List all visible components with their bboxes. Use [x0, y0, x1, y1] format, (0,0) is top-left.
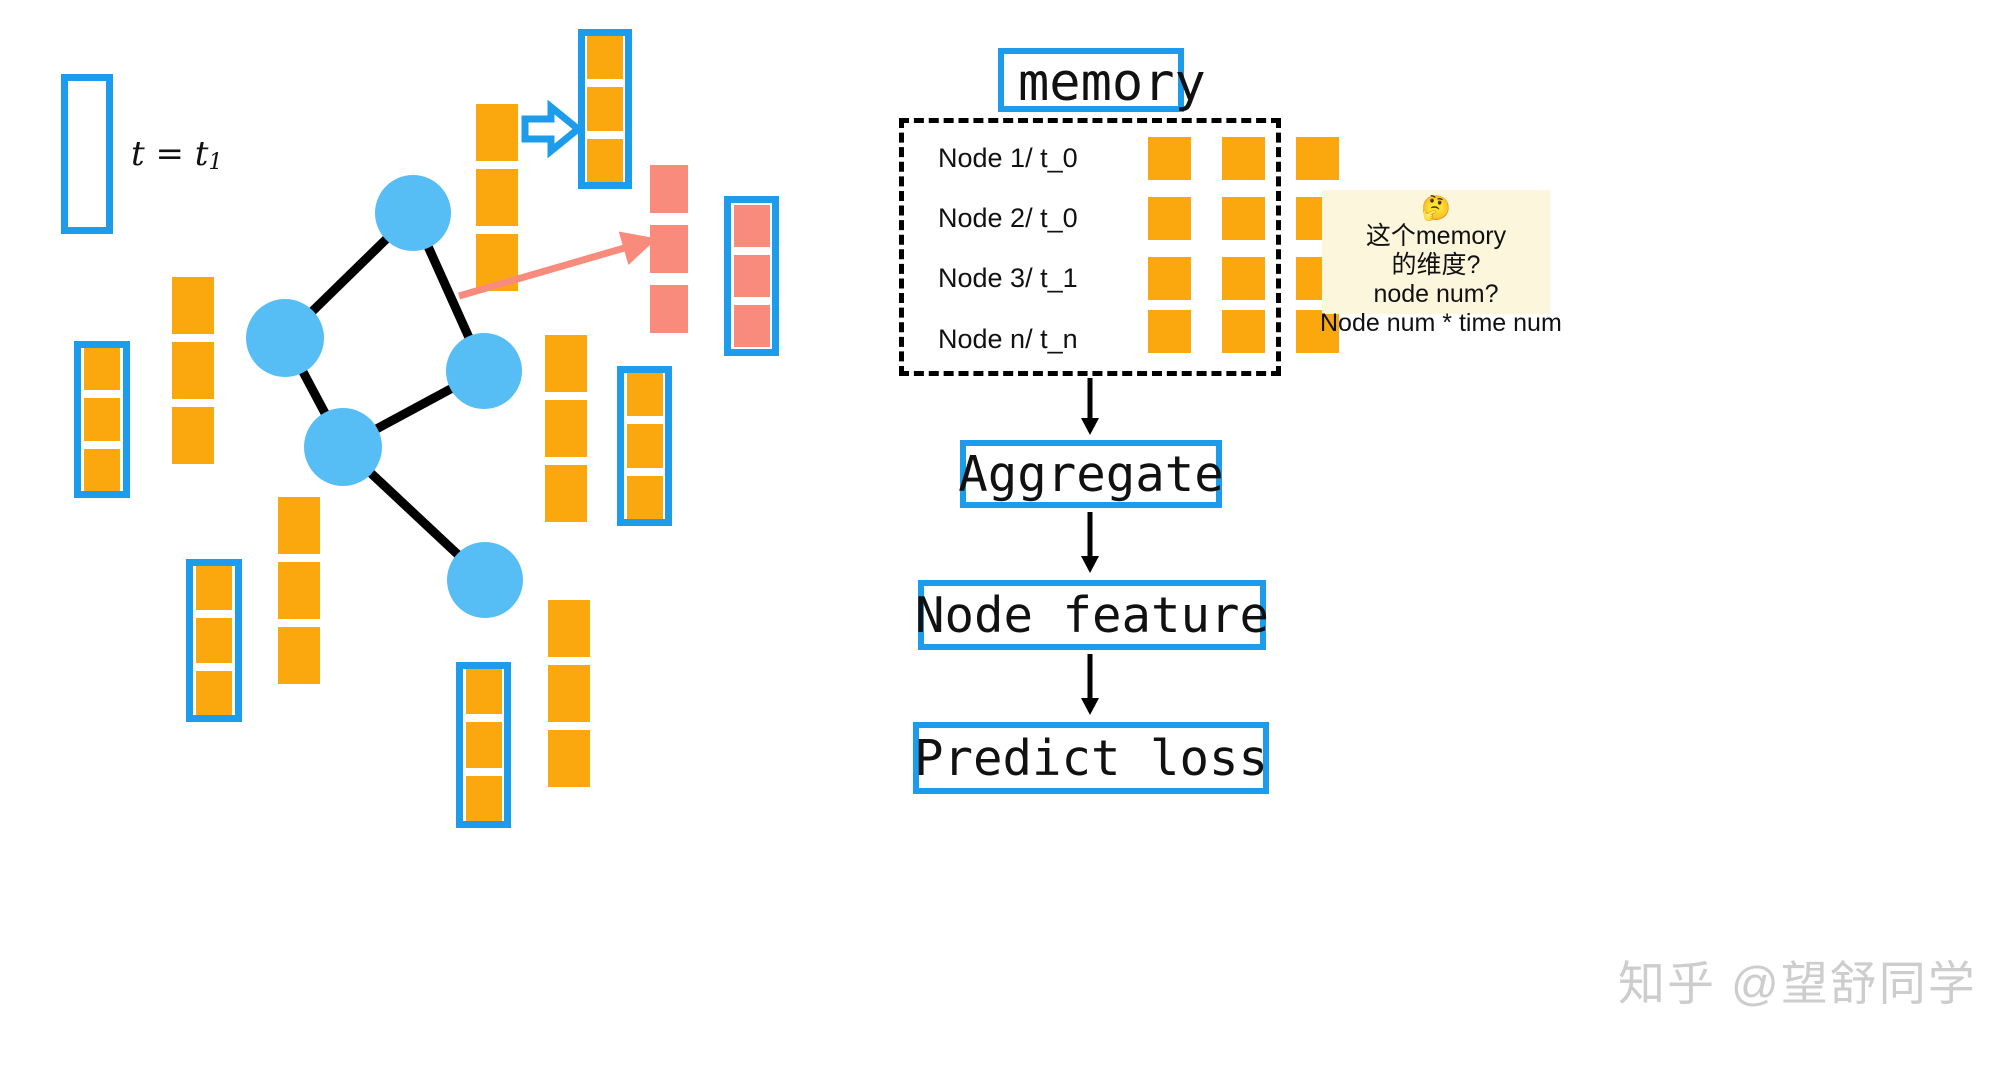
flow-box-aggregate[interactable]: Aggregate	[958, 440, 1224, 508]
feature-cell	[733, 305, 770, 347]
memory-cell	[1148, 137, 1191, 180]
feature-cell	[84, 448, 120, 491]
graph-node-2[interactable]	[246, 299, 324, 377]
memory-row: Node n/ t_n	[938, 310, 1339, 361]
empty-legend-box	[61, 74, 113, 234]
stack-bottom-left-unboxed	[278, 497, 320, 684]
feature-cell	[587, 36, 623, 80]
memory-row-label: Node n/ t_n	[938, 324, 1078, 354]
flow-arrow-3	[1081, 654, 1099, 715]
stack-lower-left-boxed	[186, 559, 242, 722]
feature-cell	[626, 373, 663, 417]
feature-cell	[172, 342, 214, 399]
sticky-note: 🤔 这个memory 的维度? node num? Node num * tim…	[1320, 190, 1562, 337]
flow-box-label: Aggregate	[958, 445, 1224, 503]
feature-cell	[626, 475, 663, 519]
memory-cell	[1296, 310, 1339, 353]
graph-node-5[interactable]	[447, 542, 523, 618]
memory-cell	[1222, 197, 1265, 240]
stack-top-right-boxed	[578, 29, 632, 189]
flow-box-label: Predict loss	[914, 729, 1269, 787]
feature-cell	[476, 104, 518, 161]
feature-cell	[548, 730, 590, 787]
feature-cell	[587, 87, 623, 131]
stack-right-boxed	[617, 366, 672, 526]
sticky-note-line: 这个memory	[1365, 222, 1507, 251]
feature-cell	[196, 618, 232, 663]
feature-cell	[465, 775, 502, 821]
feature-cell	[650, 285, 688, 333]
memory-row-label: Node 3/ t_1	[938, 263, 1078, 293]
flow-arrow-2	[1081, 512, 1099, 573]
hollow-blue-arrow	[521, 99, 583, 159]
sticky-note-line: node num?	[1373, 280, 1499, 309]
feature-cell	[172, 277, 214, 334]
feature-cell	[278, 627, 320, 684]
memory-cell	[1148, 197, 1191, 240]
memory-cell	[1296, 137, 1339, 180]
feature-cell	[278, 562, 320, 619]
memory-row: Node 2/ t_0	[938, 197, 1339, 240]
feature-cell	[84, 398, 120, 441]
feature-cell	[626, 424, 663, 468]
flow-arrow-1	[1081, 378, 1099, 435]
memory-row-label: Node 1/ t_0	[938, 143, 1078, 173]
feature-cell	[548, 600, 590, 657]
feature-cell	[172, 407, 214, 464]
memory-title-label: memory	[1018, 53, 1206, 113]
feature-cell	[548, 665, 590, 722]
feature-cell	[733, 205, 770, 247]
thinking-face-icon: 🤔	[1421, 195, 1451, 222]
stack-far-left-boxed	[74, 341, 130, 498]
stack-pink-boxed	[724, 196, 779, 356]
feature-cell	[545, 335, 587, 392]
feature-cell	[545, 465, 587, 522]
stack-upper-left-unboxed	[172, 277, 214, 464]
feature-cell	[196, 566, 232, 611]
memory-title-box: memory	[998, 48, 1206, 112]
feature-cell	[650, 165, 688, 213]
watermark-text: 知乎 @望舒同学	[1618, 957, 1977, 1010]
flow-box-node-feature[interactable]: Node feature	[915, 580, 1270, 650]
memory-dashed-panel	[899, 118, 1281, 376]
sticky-note-line: Node num * time num	[1320, 309, 1562, 338]
graph-node-3[interactable]	[446, 333, 522, 409]
feature-cell	[476, 169, 518, 226]
feature-cell	[465, 722, 502, 768]
feature-cell	[84, 348, 120, 391]
feature-cell	[545, 400, 587, 457]
memory-row: Node 3/ t_1	[938, 257, 1339, 300]
memory-cell	[1222, 257, 1265, 300]
time-label-subscript: 1	[208, 150, 223, 175]
stack-bottom-center-unboxed	[548, 600, 590, 787]
feature-cell	[196, 670, 232, 715]
watermark: 知乎 @望舒同学	[1618, 945, 1977, 1014]
memory-cell	[1222, 137, 1265, 180]
flow-box-predict-loss[interactable]: Predict loss	[913, 722, 1269, 794]
stack-bottom-center-boxed	[456, 662, 511, 828]
memory-cell	[1222, 310, 1265, 353]
memory-cell	[1148, 310, 1191, 353]
memory-row: Node 1/ t_0	[938, 137, 1339, 180]
sticky-note-line: 的维度?	[1391, 251, 1481, 280]
feature-cell	[587, 138, 623, 182]
flow-box-label: Node feature	[915, 586, 1270, 644]
time-label: t = t1	[131, 134, 222, 175]
time-label-text: t = t	[131, 134, 209, 174]
memory-row-label: Node 2/ t_0	[938, 203, 1078, 233]
memory-cell	[1148, 257, 1191, 300]
stack-mid-right-unboxed	[545, 335, 587, 522]
graph-node-1[interactable]	[375, 175, 451, 251]
feature-cell	[278, 497, 320, 554]
graph-node-4[interactable]	[304, 408, 382, 486]
feature-cell	[465, 669, 502, 715]
feature-cell	[733, 255, 770, 297]
pink-arrow	[458, 231, 658, 300]
